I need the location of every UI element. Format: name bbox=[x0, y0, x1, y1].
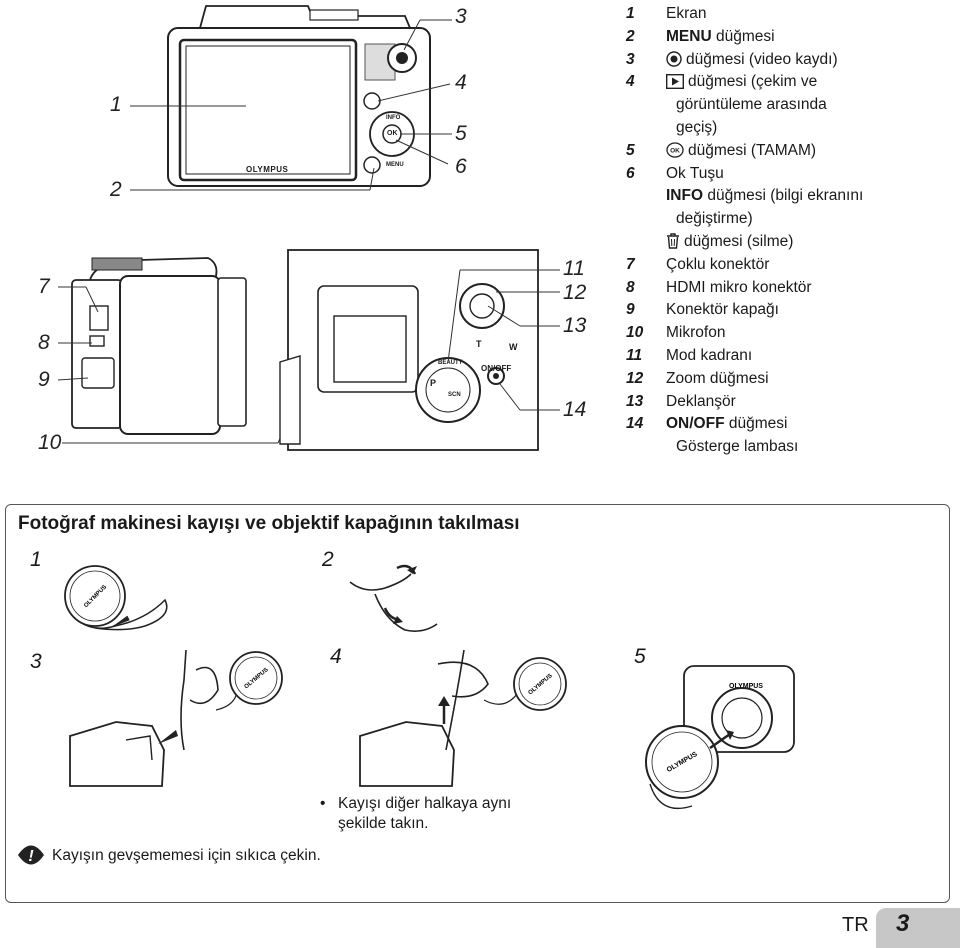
legend-row: görüntüleme arasında bbox=[676, 96, 827, 114]
camera-side-drawing bbox=[71, 257, 247, 435]
callout-lines-back bbox=[130, 19, 452, 191]
callout-5: 5 bbox=[455, 122, 467, 145]
zoom-w-label: W bbox=[509, 342, 518, 352]
svg-text:!: ! bbox=[28, 848, 34, 865]
callout-7: 7 bbox=[38, 275, 50, 298]
callout-1: 1 bbox=[110, 93, 122, 116]
on-off-label: ON/OFF bbox=[481, 364, 512, 373]
step4-camera-strap-drawing: OLYMPUS bbox=[359, 649, 567, 787]
callout-8: 8 bbox=[38, 331, 50, 354]
dial-scn-label: SCN bbox=[448, 392, 461, 398]
callout-2: 2 bbox=[110, 178, 122, 201]
callout-12: 12 bbox=[563, 281, 587, 304]
step-number: 5 bbox=[634, 645, 646, 668]
caution-text: Kayışın gevşememesi için sıkıca çekin. bbox=[52, 847, 321, 864]
step1-lens-cap-drawing: OLYMPUS bbox=[64, 565, 168, 631]
dial-p-label: P bbox=[430, 378, 437, 388]
page-number-tab bbox=[876, 908, 960, 948]
record-icon bbox=[666, 50, 682, 67]
trash-icon bbox=[667, 233, 679, 249]
step5-camera-cap-drawing: OLYMPUS OLYMPUS bbox=[645, 665, 795, 810]
svg-text:OLYMPUS: OLYMPUS bbox=[729, 683, 763, 690]
callout-3: 3 bbox=[455, 5, 467, 28]
ok-icon: OK bbox=[666, 142, 684, 158]
legend-row: geçiş) bbox=[676, 118, 718, 136]
callout-9: 9 bbox=[38, 368, 50, 391]
strap-instructions-panel bbox=[5, 504, 950, 903]
camera-back-drawing bbox=[167, 5, 431, 187]
ok-label: OK bbox=[387, 130, 398, 137]
callout-11: 11 bbox=[563, 257, 585, 280]
legend-row: Gösterge lambası bbox=[676, 438, 799, 456]
dial-beauty-label: BEAUTY bbox=[438, 360, 463, 366]
callout-13: 13 bbox=[563, 314, 587, 337]
step3-camera-strap-drawing: OLYMPUS bbox=[69, 649, 283, 787]
info-label: INFO bbox=[386, 115, 401, 121]
camera-brand-label: OLYMPUS bbox=[246, 165, 289, 174]
step-number: 1 bbox=[30, 548, 42, 571]
svg-text:OK: OK bbox=[670, 147, 680, 154]
callout-10: 10 bbox=[38, 431, 62, 454]
step2-strap-drawing bbox=[349, 564, 438, 632]
language-code: TR bbox=[842, 914, 869, 936]
legend-row: düğmesi (silme) bbox=[626, 231, 956, 254]
camera-top-drawing bbox=[279, 249, 539, 451]
step-number: 4 bbox=[330, 645, 342, 668]
callout-lines-top bbox=[447, 269, 560, 411]
legend-row: INFO düğmesi (bilgi ekranını bbox=[666, 187, 864, 205]
zoom-t-label: T bbox=[476, 339, 482, 349]
legend-row: değiştirme) bbox=[676, 210, 753, 228]
section-title: Fotoğraf makinesi kayışı ve objektif kap… bbox=[18, 513, 520, 534]
callout-4: 4 bbox=[455, 71, 467, 94]
callout-14: 14 bbox=[563, 398, 587, 421]
play-icon bbox=[665, 74, 685, 90]
page-number: 3 bbox=[896, 910, 910, 937]
menu-label: MENU bbox=[386, 162, 404, 168]
callout-6: 6 bbox=[455, 155, 467, 178]
step-number: 2 bbox=[322, 548, 334, 571]
step-number: 3 bbox=[30, 650, 42, 673]
bullet-dot: • bbox=[320, 795, 326, 812]
caution-icon: ! bbox=[18, 845, 44, 865]
